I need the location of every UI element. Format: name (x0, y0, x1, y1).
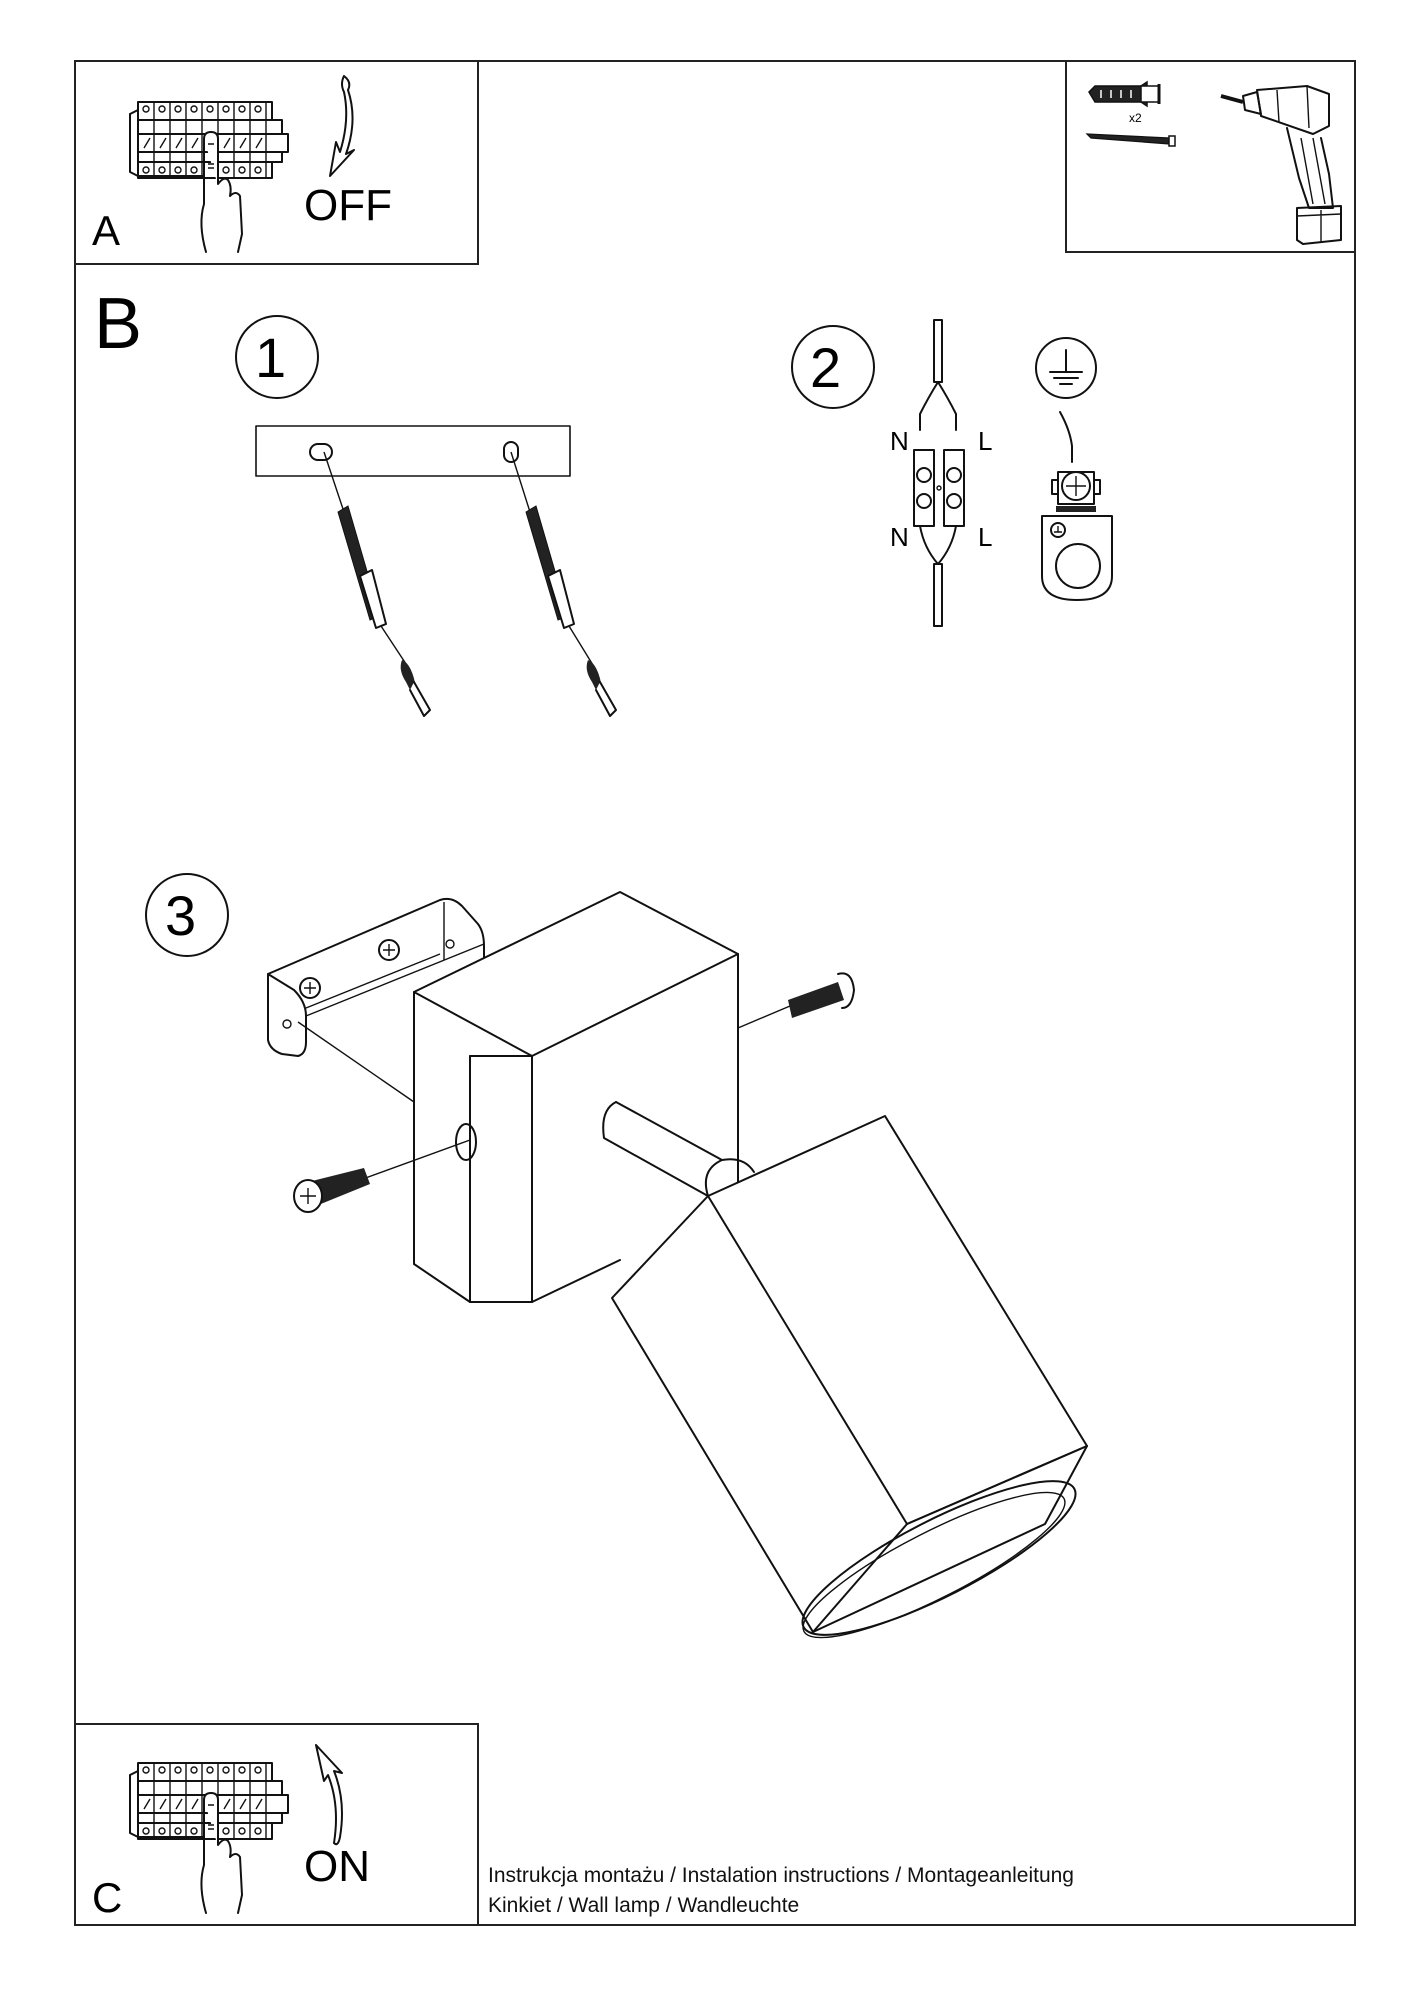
side-screw-left (293, 1139, 471, 1213)
mounting-bracket (267, 897, 485, 1057)
neutral-label-top: N (890, 426, 909, 456)
panel-c-power-on: C ON (74, 1723, 479, 1926)
screw-icon (1085, 133, 1176, 147)
neutral-label-bottom: N (890, 522, 909, 552)
lamp-arm-cylinder (602, 1101, 755, 1197)
side-screw-right (788, 972, 855, 1018)
page-frame (74, 60, 1356, 1926)
lamp-head (611, 1115, 1088, 1639)
panel-a-letter: A (92, 207, 121, 254)
step-3-badge (145, 873, 229, 957)
step-1-number: 1 (255, 326, 287, 389)
product-name: Kinkiet / Wall lamp / Wandleuchte (488, 1894, 800, 1917)
bar-hole-right (503, 441, 519, 463)
circuit-breaker-icon (129, 101, 289, 253)
bracket-screw-right (378, 939, 400, 961)
arrow-down-icon (329, 75, 355, 177)
wall-plug-icon (1088, 80, 1161, 108)
step-3-number: 3 (165, 884, 197, 947)
terminal-block-drawing (913, 319, 965, 627)
wall-plug-and-screw-left (323, 451, 431, 717)
ground-terminal-drawing (1035, 337, 1113, 601)
instructions-title: Instrukcja montażu / Instalation instruc… (488, 1864, 1074, 1887)
step-2-badge (791, 325, 875, 409)
live-label-top: L (978, 426, 993, 456)
panel-b-letter: B (94, 284, 143, 364)
bracket-screw-left (299, 977, 321, 999)
live-label-bottom: L (978, 522, 993, 552)
tools-panel: x2 (1065, 60, 1356, 253)
step-1-badge (235, 315, 319, 399)
bar-hole-left (309, 443, 333, 461)
panel-a-power-off: A OFF (74, 60, 479, 265)
step-2-number: 2 (810, 336, 842, 399)
lamp-base-block (413, 891, 739, 1303)
quantity-label: x2 (1129, 111, 1142, 125)
power-off-label: OFF (304, 181, 392, 230)
circuit-breaker-icon (129, 1762, 289, 1914)
power-drill-icon (1220, 85, 1342, 245)
step-1-mounting-bar-drawing (255, 425, 617, 717)
power-on-label: ON (304, 1842, 370, 1891)
ground-symbol-icon (1035, 337, 1097, 399)
arrow-up-icon (315, 1744, 343, 1846)
mounting-bar (255, 425, 571, 477)
panel-c-letter: C (92, 1874, 123, 1921)
wall-plug-and-screw-right (510, 451, 617, 717)
